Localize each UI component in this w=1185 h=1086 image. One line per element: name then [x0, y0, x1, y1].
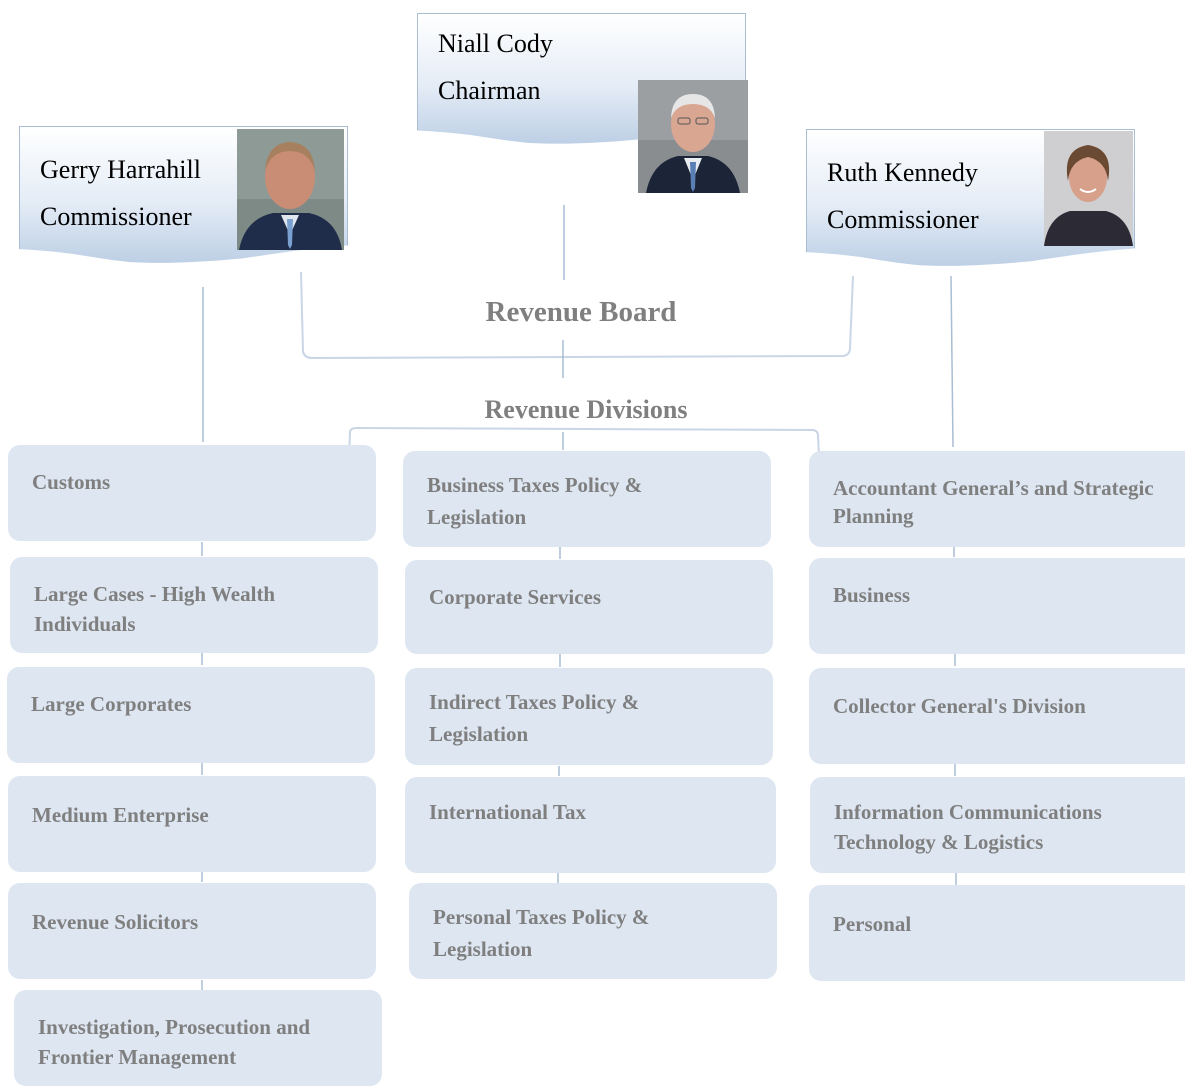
member-role: Commissioner: [40, 202, 192, 231]
division-label: Business: [833, 583, 911, 607]
division-label: Information Communications Technology & …: [834, 800, 1102, 854]
division-box-business-taxes: Business Taxes Policy & Legislation: [403, 451, 771, 547]
division-box-medium-enterprise: Medium Enterprise: [8, 776, 376, 872]
member-name: Ruth Kennedy: [827, 158, 978, 187]
member-name: Niall Cody: [438, 29, 553, 58]
commissioner-left-photo: [237, 129, 344, 250]
division-box-large-cases: Large Cases - High Wealth Individuals: [10, 557, 378, 653]
division-box-personal-taxes: Personal Taxes Policy & Legislation: [409, 883, 777, 979]
division-box-business: Business: [809, 558, 1185, 654]
division-box-large-corporates: Large Corporates: [7, 667, 375, 763]
division-label: Medium Enterprise: [32, 803, 209, 827]
revenue-divisions-heading: Revenue Divisions: [484, 395, 688, 424]
division-label: International Tax: [429, 800, 586, 824]
division-label: Personal Taxes Policy & Legislation: [433, 905, 650, 961]
division-box-revenue-solicitors: Revenue Solicitors: [8, 883, 376, 979]
division-label: Indirect Taxes Policy & Legislation: [429, 690, 640, 746]
revenue-board-heading: Revenue Board: [485, 296, 677, 328]
division-box-customs: Customs: [8, 445, 376, 541]
member-role: Chairman: [438, 76, 541, 105]
division-box-collector-general: Collector General's Division: [809, 668, 1185, 764]
member-role: Commissioner: [827, 205, 979, 234]
division-label: Business Taxes Policy & Legislation: [427, 473, 643, 529]
division-label: Large Corporates: [31, 692, 192, 716]
division-box-personal: Personal: [809, 885, 1185, 981]
division-box-international-tax: International Tax: [405, 777, 776, 873]
division-label: Customs: [32, 470, 111, 494]
division-box-indirect-taxes: Indirect Taxes Policy & Legislation: [405, 668, 773, 765]
division-label: Corporate Services: [429, 585, 602, 609]
chairman-photo: [638, 80, 748, 193]
division-label: Revenue Solicitors: [32, 910, 199, 934]
division-label: Investigation, Prosecution and Frontier …: [38, 1015, 311, 1069]
division-label: Collector General's Division: [833, 694, 1086, 718]
division-label: Large Cases - High Wealth Individuals: [34, 582, 276, 636]
division-box-corporate-services: Corporate Services: [405, 560, 773, 654]
division-box-investigation: Investigation, Prosecution and Frontier …: [14, 990, 382, 1086]
commissioner-right-photo: [1044, 131, 1133, 246]
division-box-accountant-general: Accountant General’s and Strategic Plann…: [809, 451, 1185, 547]
division-label: Accountant General’s and Strategic Plann…: [833, 476, 1154, 528]
division-label: Personal: [833, 912, 912, 936]
member-name: Gerry Harrahill: [40, 155, 201, 184]
division-box-ict-logistics: Information Communications Technology & …: [810, 777, 1185, 873]
